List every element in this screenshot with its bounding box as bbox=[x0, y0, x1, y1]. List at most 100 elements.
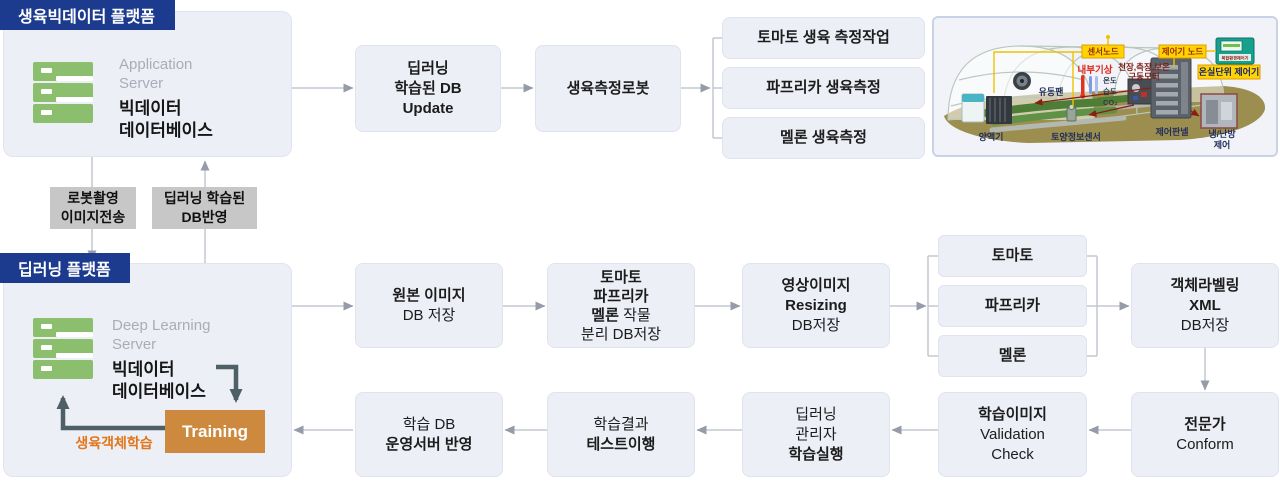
server-name-line: 데이터베이스 bbox=[119, 121, 213, 140]
server-type-line: Deep Learning bbox=[112, 317, 211, 334]
node-line: 딥러닝 bbox=[407, 59, 449, 77]
node-line: XML bbox=[1189, 296, 1221, 314]
drive-motor-photo bbox=[1127, 78, 1152, 105]
ridge-sensor-dot bbox=[1106, 35, 1110, 39]
flow-node-train-exec: 딥러닝 관리자 학습실행 bbox=[742, 392, 890, 477]
controller-node-label: 제어기 노드 bbox=[1162, 47, 1204, 57]
deeplearning-platform-header: 딥러닝 플랫폼 bbox=[0, 253, 130, 283]
label-line: 이미지전송 bbox=[60, 209, 126, 225]
node-line-bold: 멜론 bbox=[591, 306, 619, 324]
temp-label: 온도 bbox=[1103, 76, 1117, 85]
flow-node-resizing: 영상이미지 Resizing DB저장 bbox=[742, 263, 890, 348]
hvac-photo bbox=[1200, 93, 1238, 129]
training-box: Training bbox=[165, 410, 265, 453]
node-line: Conform bbox=[1176, 435, 1234, 453]
node-line: 운영서버 반영 bbox=[385, 435, 473, 453]
motor-label-line1: 천장,측장,보온 bbox=[1118, 62, 1170, 72]
motor-label-line2: 구동모터 bbox=[1128, 72, 1159, 82]
sensor-node-label: 센서노드 bbox=[1087, 47, 1118, 57]
node-line: 멜론 생육측정 bbox=[780, 129, 867, 146]
thermometer-icons bbox=[1080, 75, 1098, 99]
trained-db-reflect-label: 딥러닝 학습된 DB반영 bbox=[152, 187, 257, 229]
object-learning-label: 생육객체학습 bbox=[75, 435, 153, 451]
nutrient-machine bbox=[961, 93, 1012, 124]
bigdata-platform-title: 생육빅데이터 플랫폼 bbox=[18, 9, 155, 26]
deep-learning-server-text: Deep Learning Server 빅데이터 데이터베이스 bbox=[112, 316, 210, 403]
greenhouse-illustration: 복합환경제어기 bbox=[944, 35, 1266, 150]
node-line: DB저장 bbox=[791, 316, 841, 334]
control-panel-label: 제어판넬 bbox=[1155, 126, 1188, 137]
node-line: Update bbox=[402, 99, 454, 117]
env-controller-device: 복합환경제어기 bbox=[1215, 37, 1255, 65]
humidity-label: 습도 bbox=[1103, 86, 1117, 96]
label-line: DB반영 bbox=[181, 209, 228, 225]
node-line: 토마토 생육 측정작업 bbox=[757, 29, 890, 46]
node-line: DB저장 bbox=[1180, 316, 1230, 334]
node-line: Resizing bbox=[785, 296, 847, 314]
node-line: 분리 DB저장 bbox=[580, 325, 662, 343]
node-line: 생육측정로봇 bbox=[566, 79, 650, 97]
control-arrows bbox=[1034, 87, 1200, 117]
co2-label: CO₂ bbox=[1103, 98, 1118, 107]
flow-node-tomato-task: 토마토 생육 측정작업 bbox=[722, 17, 925, 59]
node-line: 객체라벨링 bbox=[1170, 276, 1240, 294]
server-name-line: 데이터베이스 bbox=[112, 382, 206, 401]
flow-node-paprika-task: 파프리카 생육측정 bbox=[722, 67, 925, 109]
node-line: 멜론 bbox=[998, 347, 1027, 364]
node-line: DB 저장 bbox=[402, 306, 456, 324]
label-line: 로봇촬영 bbox=[67, 190, 119, 206]
flow-node-expert-conform: 전문가 Conform bbox=[1131, 392, 1279, 477]
node-line: Check bbox=[991, 445, 1034, 463]
flow-node-validation-check: 학습이미지 Validation Check bbox=[938, 392, 1087, 477]
flow-node-melon-task: 멜론 생육측정 bbox=[722, 117, 925, 159]
fan-label: 유동팬 bbox=[1039, 86, 1064, 97]
greenhouse-photo: 복합환경제어기 bbox=[932, 16, 1278, 157]
server-type-line: Application bbox=[119, 56, 193, 73]
flow-node-deploy-db: 학습 DB 운영서버 반영 bbox=[355, 392, 503, 477]
hvac-label-line1: 냉/난방 bbox=[1208, 128, 1236, 139]
unit-controller-label: 온실단위 제어기 bbox=[1199, 66, 1259, 77]
server-type-line: Server bbox=[119, 75, 164, 92]
node-line: 영상이미지 bbox=[781, 276, 851, 294]
node-line: 원본 이미지 bbox=[392, 286, 466, 304]
node-line: 토마토 bbox=[991, 247, 1034, 264]
node-line: 딥러닝 bbox=[795, 405, 837, 423]
application-server-icon bbox=[33, 62, 93, 123]
deep-learning-server-icon bbox=[33, 318, 93, 379]
label-line: 딥러닝 학습된 bbox=[163, 190, 246, 206]
flow-node-original-image: 원본 이미지 DB 저장 bbox=[355, 263, 503, 348]
node-line: 학습된 DB bbox=[394, 79, 462, 97]
server-name-line: 빅데이터 bbox=[112, 360, 175, 379]
node-line: 멜론 작물 bbox=[591, 306, 650, 325]
node-line: 파프리카 bbox=[984, 297, 1041, 314]
crop-node-paprika: 파프리카 bbox=[938, 285, 1087, 327]
nutrient-label: 양액기 bbox=[979, 131, 1004, 142]
flow-node-db-update: 딥러닝 학습된 DB Update bbox=[355, 45, 501, 132]
server-name-line: 빅데이터 bbox=[119, 99, 182, 118]
node-line: 학습실행 bbox=[788, 445, 844, 463]
application-server-text: Application Server 빅데이터 데이터베이스 bbox=[119, 55, 213, 142]
flow-node-test-run: 학습결과 테스트이행 bbox=[547, 392, 695, 477]
flow-node-crop-separate: 토마토 파프리카 멜론 작물 분리 DB저장 bbox=[547, 263, 695, 348]
server-type-line: Server bbox=[112, 336, 157, 353]
node-line: 파프리카 생육측정 bbox=[766, 79, 881, 96]
node-line: 테스트이행 bbox=[586, 435, 656, 453]
node-line: 학습 DB bbox=[402, 415, 456, 433]
node-line: Validation bbox=[980, 425, 1045, 443]
circulation-fan bbox=[1013, 72, 1031, 90]
node-line: 토마토 bbox=[600, 268, 642, 286]
crop-node-melon: 멜론 bbox=[938, 335, 1087, 377]
node-line: 파프리카 bbox=[593, 287, 649, 305]
node-line: 관리자 bbox=[795, 425, 837, 443]
flow-node-object-labeling: 객체라벨링 XML DB저장 bbox=[1131, 263, 1279, 348]
indoor-weather-label: 내부기상 bbox=[1078, 64, 1113, 76]
node-line: 전문가 bbox=[1184, 415, 1226, 433]
env-controller-label: 복합환경제어기 bbox=[1222, 55, 1249, 62]
node-line: 학습결과 bbox=[593, 415, 649, 433]
hvac-label-line2: 제어 bbox=[1214, 139, 1231, 150]
control-panel-cabinet bbox=[1150, 57, 1192, 119]
node-line: 학습이미지 bbox=[977, 405, 1047, 423]
callout-labels: 센서노드 제어기 노드 온실단위 제어기 bbox=[1081, 44, 1261, 80]
soil-sensor-label: 토양정보센서 bbox=[1051, 131, 1101, 142]
